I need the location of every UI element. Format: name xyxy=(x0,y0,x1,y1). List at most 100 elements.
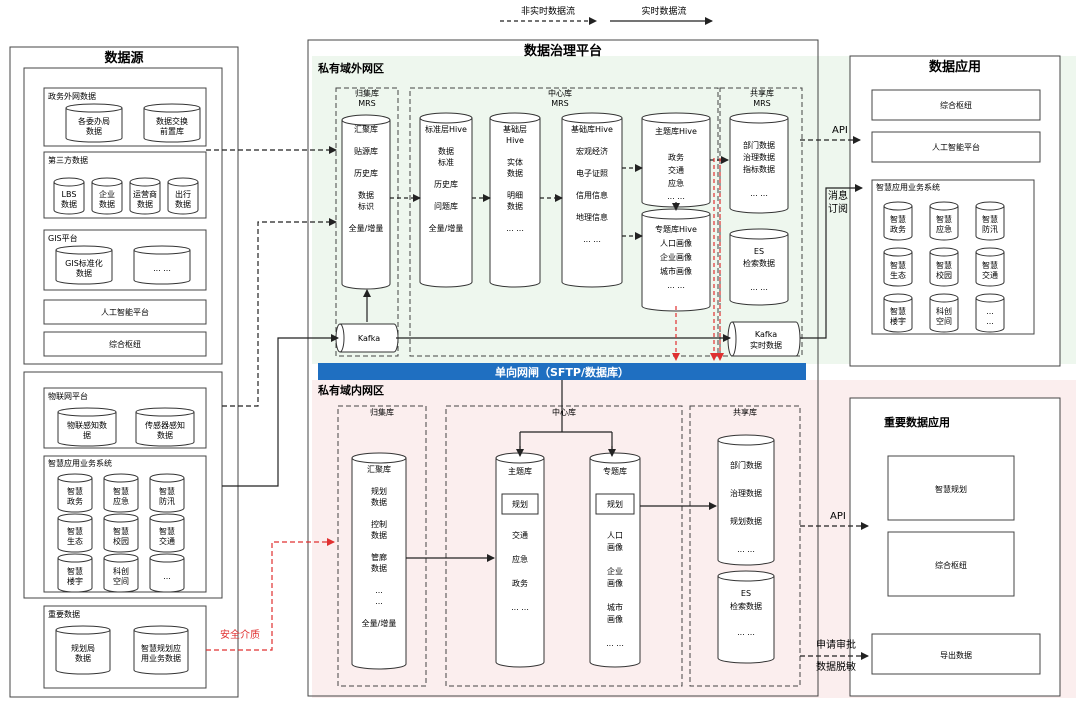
export-box xyxy=(871,633,1041,675)
legend-non-realtime: 非实时数据流 xyxy=(521,5,575,17)
int-topic-cylinder-tag-label: 规划 xyxy=(512,499,528,509)
important-data-title: 重要数据 xyxy=(48,609,80,619)
ds-smart-item-label-0: 智慧政务 xyxy=(67,486,83,506)
int-shared-box xyxy=(689,405,801,687)
app-smart-item-7: 科创空间 xyxy=(929,293,959,333)
ds-smart-item-3: 智慧生态 xyxy=(57,513,93,553)
app-smart-item-label-6: 智慧楼宇 xyxy=(890,306,906,326)
important-item-label-0: 规划局数据 xyxy=(71,643,95,663)
app-smart-item-label-0: 智慧政务 xyxy=(890,214,906,234)
int-collect-title: 归集库 xyxy=(370,407,394,417)
gis-item-label-0: GIS标准化数据 xyxy=(65,258,103,278)
api-bottom-label: API xyxy=(830,511,846,522)
ds-smart-item-0: 智慧政务 xyxy=(57,473,93,513)
important-app-label-0: 智慧规划 xyxy=(935,484,967,494)
ds-smart-item-label-7: 科创空间 xyxy=(113,566,129,586)
ds-smart-item-7: 科创空间 xyxy=(103,553,139,593)
app-smart-item-label-4: 智慧校园 xyxy=(936,260,952,280)
int-collect-cylinder: 汇聚库规划数据控制数据管廊数据......全量/增量 xyxy=(351,452,407,670)
app-smart-item-5: 智慧交通 xyxy=(975,247,1005,287)
app-smart-item-label-1: 智慧应急 xyxy=(936,214,952,234)
app-smart-item-8: ...... xyxy=(975,293,1005,333)
ds-hub-label: 综合枢纽 xyxy=(109,339,141,349)
important-app-box-1 xyxy=(887,531,1015,597)
ext-collect-cylinder-label: 汇聚库贴源库历史库数据标识全量/增量 xyxy=(349,124,384,233)
int-special-cylinder-tag xyxy=(595,493,635,515)
iot-title: 物联网平台 xyxy=(48,391,88,401)
third-item-3: 出行数据 xyxy=(167,177,199,215)
third-item-label-3: 出行数据 xyxy=(175,189,191,209)
important-item-0: 规划局数据 xyxy=(55,625,111,675)
ext-collect-box xyxy=(335,87,399,357)
int-topic-cylinder-label: 主题库 xyxy=(508,466,532,476)
export-label: 导出数据 xyxy=(940,650,972,660)
apps-title: 数据应用 xyxy=(929,59,981,75)
kafka-left: Kafka xyxy=(335,323,399,353)
int-center-box xyxy=(445,405,683,687)
ds-smart-item-label-2: 智慧防汛 xyxy=(159,486,175,506)
external-zone-title: 私有域外网区 xyxy=(318,61,384,75)
kafka-left-label: Kafka xyxy=(358,334,380,343)
ds-smart-item-label-6: 智慧楼宇 xyxy=(67,566,83,586)
apps-ai-box xyxy=(871,131,1041,163)
ds-smart-item-label-3: 智慧生态 xyxy=(67,526,83,546)
flow-lines xyxy=(206,136,869,660)
app-smart-item-0: 智慧政务 xyxy=(883,201,913,241)
app-smart-item-2: 智慧防汛 xyxy=(975,201,1005,241)
int-collect-box xyxy=(337,405,427,687)
third-party-title: 第三方数据 xyxy=(48,155,88,165)
app-smart-item-label-2: 智慧防汛 xyxy=(982,214,998,234)
ds-smart-item-label-4: 智慧校园 xyxy=(113,526,129,546)
app-smart-item-label-8: ...... xyxy=(986,307,994,326)
gov-external-title: 政务外网数据 xyxy=(48,91,96,101)
ds-smart-item-6: 智慧楼宇 xyxy=(57,553,93,593)
app-smart-item-label-7: 科创空间 xyxy=(936,306,952,326)
iot-item-1: 传感器感知数据 xyxy=(135,407,195,447)
gov-item-0: 各委办局数据 xyxy=(65,103,123,143)
important-item-1: 智慧规划应用业务数据 xyxy=(133,625,189,675)
apps-ai-label: 人工智能平台 xyxy=(932,142,980,152)
gis-item-0: GIS标准化数据 xyxy=(55,245,113,285)
ext-shared-box xyxy=(719,87,803,357)
api-top-label: API xyxy=(832,125,848,136)
app-smart-item-label-5: 智慧交通 xyxy=(982,260,998,280)
desensitize-label: 数据脱敏 xyxy=(816,660,856,673)
iot-item-label-1: 传感器感知数据 xyxy=(145,420,185,440)
int-shared-cylinder: 部门数据治理数据规划数据... ... xyxy=(717,434,775,566)
platform-panel xyxy=(307,39,819,697)
gis-title: GIS平台 xyxy=(48,233,78,243)
third-item-label-1: 企业数据 xyxy=(99,189,115,209)
ds-smart-item-label-8: ... xyxy=(163,572,171,581)
ext-shared-cylinder-label: 部门数据治理数据指标数据... ... xyxy=(743,140,775,198)
legend-realtime: 实时数据流 xyxy=(641,5,686,17)
int-collect-cylinder-label: 汇聚库规划数据控制数据管廊数据......全量/增量 xyxy=(362,464,397,628)
ds-smart-item-2: 智慧防汛 xyxy=(149,473,185,513)
third-item-2: 运营商数据 xyxy=(129,177,161,215)
int-shared-cylinder-label: 部门数据治理数据规划数据... ... xyxy=(730,460,762,554)
platform-title: 数据治理平台 xyxy=(524,43,602,59)
apps-hub-label: 综合枢纽 xyxy=(940,100,972,110)
int-special-cylinder-tag-label: 规划 xyxy=(607,499,623,509)
ext-collect-cylinder: 汇聚库贴源库历史库数据标识全量/增量 xyxy=(341,114,391,290)
third-item-1: 企业数据 xyxy=(91,177,123,215)
apps-hub-box xyxy=(871,89,1041,121)
third-item-label-2: 运营商数据 xyxy=(133,189,157,209)
ds-smart-item-5: 智慧交通 xyxy=(149,513,185,553)
ds-smart-item-label-5: 智慧交通 xyxy=(159,526,175,546)
